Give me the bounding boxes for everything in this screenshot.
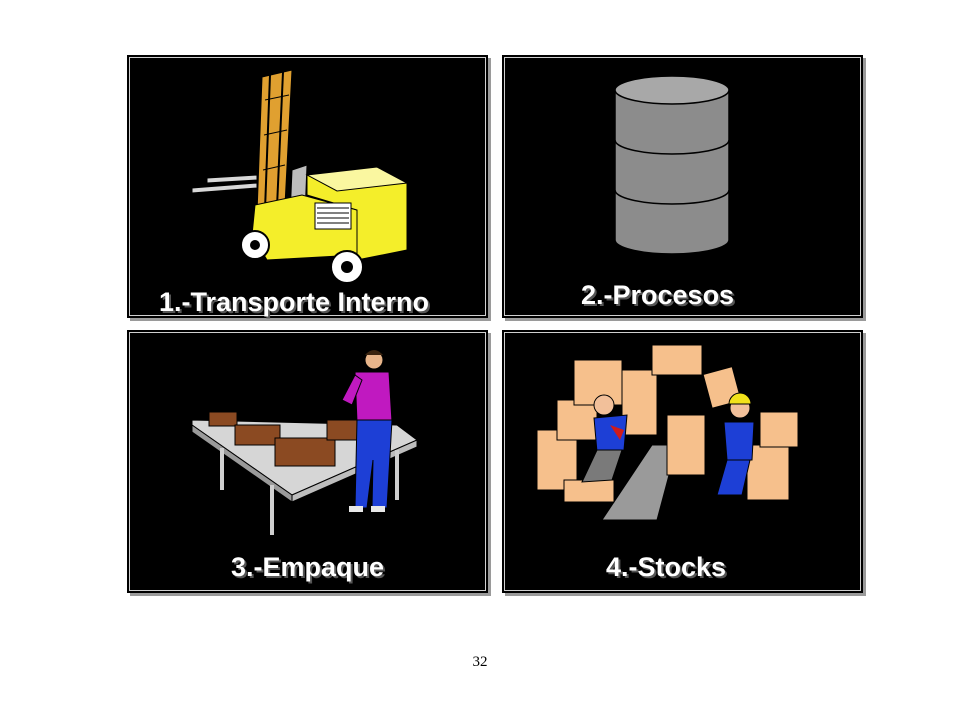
caption-empaque: 3.-Empaque	[231, 552, 385, 582]
panel-empaque: 3.-Empaque	[127, 330, 488, 593]
forklift-icon	[191, 69, 409, 284]
panel-procesos: 2.-Procesos	[502, 55, 863, 318]
caption-stocks: 4.-Stocks	[606, 552, 727, 582]
caption-procesos: 2.-Procesos	[581, 280, 735, 310]
falling-boxes-icon	[536, 344, 799, 521]
panel-stocks: 4.-Stocks	[502, 330, 863, 593]
panel-transporte-interno: 1.-Transporte Interno	[127, 55, 488, 318]
conveyor-packing-icon	[191, 350, 418, 535]
page-number: 32	[472, 654, 488, 670]
caption-transporte-interno: 1.-Transporte Interno	[159, 287, 430, 317]
drum-barrel-icon	[614, 75, 730, 255]
